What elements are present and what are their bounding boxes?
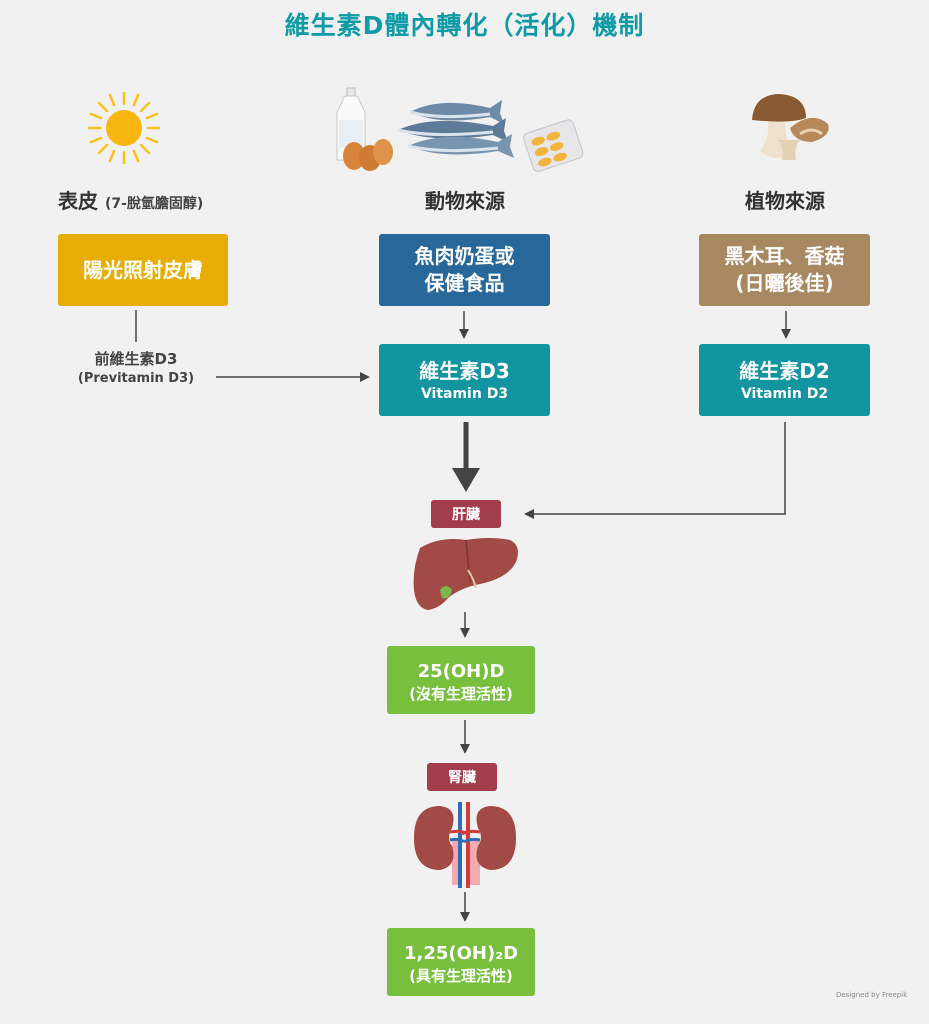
fish-icon <box>397 100 514 158</box>
vitamin-d2-box: 維生素D2 Vitamin D2 <box>699 344 870 416</box>
calcidiol-box: 25(OH)D (沒有生理活性) <box>387 646 535 714</box>
calcitriol-line1: 1,25(OH)₂D <box>403 942 519 964</box>
plant-source-box: 黑木耳、香菇 (日曬後佳) <box>699 234 870 306</box>
kidney-label: 腎臟 <box>427 763 497 791</box>
calcidiol-line1: 25(OH)D <box>417 660 505 682</box>
previtamin-d3-line2: (Previtamin D3) <box>77 371 195 386</box>
calcitriol-line2: (具有生理活性) <box>409 966 513 985</box>
vitamin-d3-box: 維生素D3 Vitamin D3 <box>379 344 550 416</box>
previtamin-d3-line1: 前維生素D3 <box>94 350 178 368</box>
vitamin-d3-line1: 維生素D3 <box>419 358 510 383</box>
plant-source-line2: (日曬後佳) <box>735 271 834 295</box>
plant-heading: 植物來源 <box>745 189 825 213</box>
previtamin-d3-label: 前維生素D3 (Previtamin D3) <box>60 348 212 388</box>
sunlight-skin-label: 陽光照射皮膚 <box>83 257 203 282</box>
vitamin-d2-line1: 維生素D2 <box>739 358 830 383</box>
calcitriol-box: 1,25(OH)₂D (具有生理活性) <box>387 928 535 996</box>
kidney-icon <box>414 802 516 888</box>
page-title: 維生素D體內轉化（活化）機制 <box>284 11 645 40</box>
vitamin-d2-line2: Vitamin D2 <box>740 385 829 402</box>
animal-source-line1: 魚肉奶蛋或 <box>414 244 515 268</box>
animal-source-line2: 保健食品 <box>424 271 505 295</box>
milk-eggs-icon <box>336 87 393 171</box>
skin-heading-label: 表皮 <box>58 189 98 213</box>
freepik-credit: Designed by Freepik <box>836 991 908 999</box>
animal-heading: 動物來源 <box>425 189 505 213</box>
animal-source-box: 魚肉奶蛋或 保健食品 <box>379 234 550 306</box>
vitamin-d3-line2: Vitamin D3 <box>420 385 509 402</box>
liver-label: 肝臟 <box>431 500 501 528</box>
skin-heading-note: (7-脫氫膽固醇) <box>104 196 204 212</box>
liver-icon <box>413 538 518 610</box>
sun-icon <box>87 91 161 165</box>
skin-heading: 表皮 (7-脫氫膽固醇) <box>58 185 203 214</box>
plant-source-line1: 黑木耳、香菇 <box>724 244 845 268</box>
supplement-pills-icon <box>523 119 584 172</box>
calcidiol-line2: (沒有生理活性) <box>409 684 513 703</box>
sunlight-skin-box: 陽光照射皮膚 <box>58 234 228 306</box>
mushroom-icon <box>752 94 829 160</box>
